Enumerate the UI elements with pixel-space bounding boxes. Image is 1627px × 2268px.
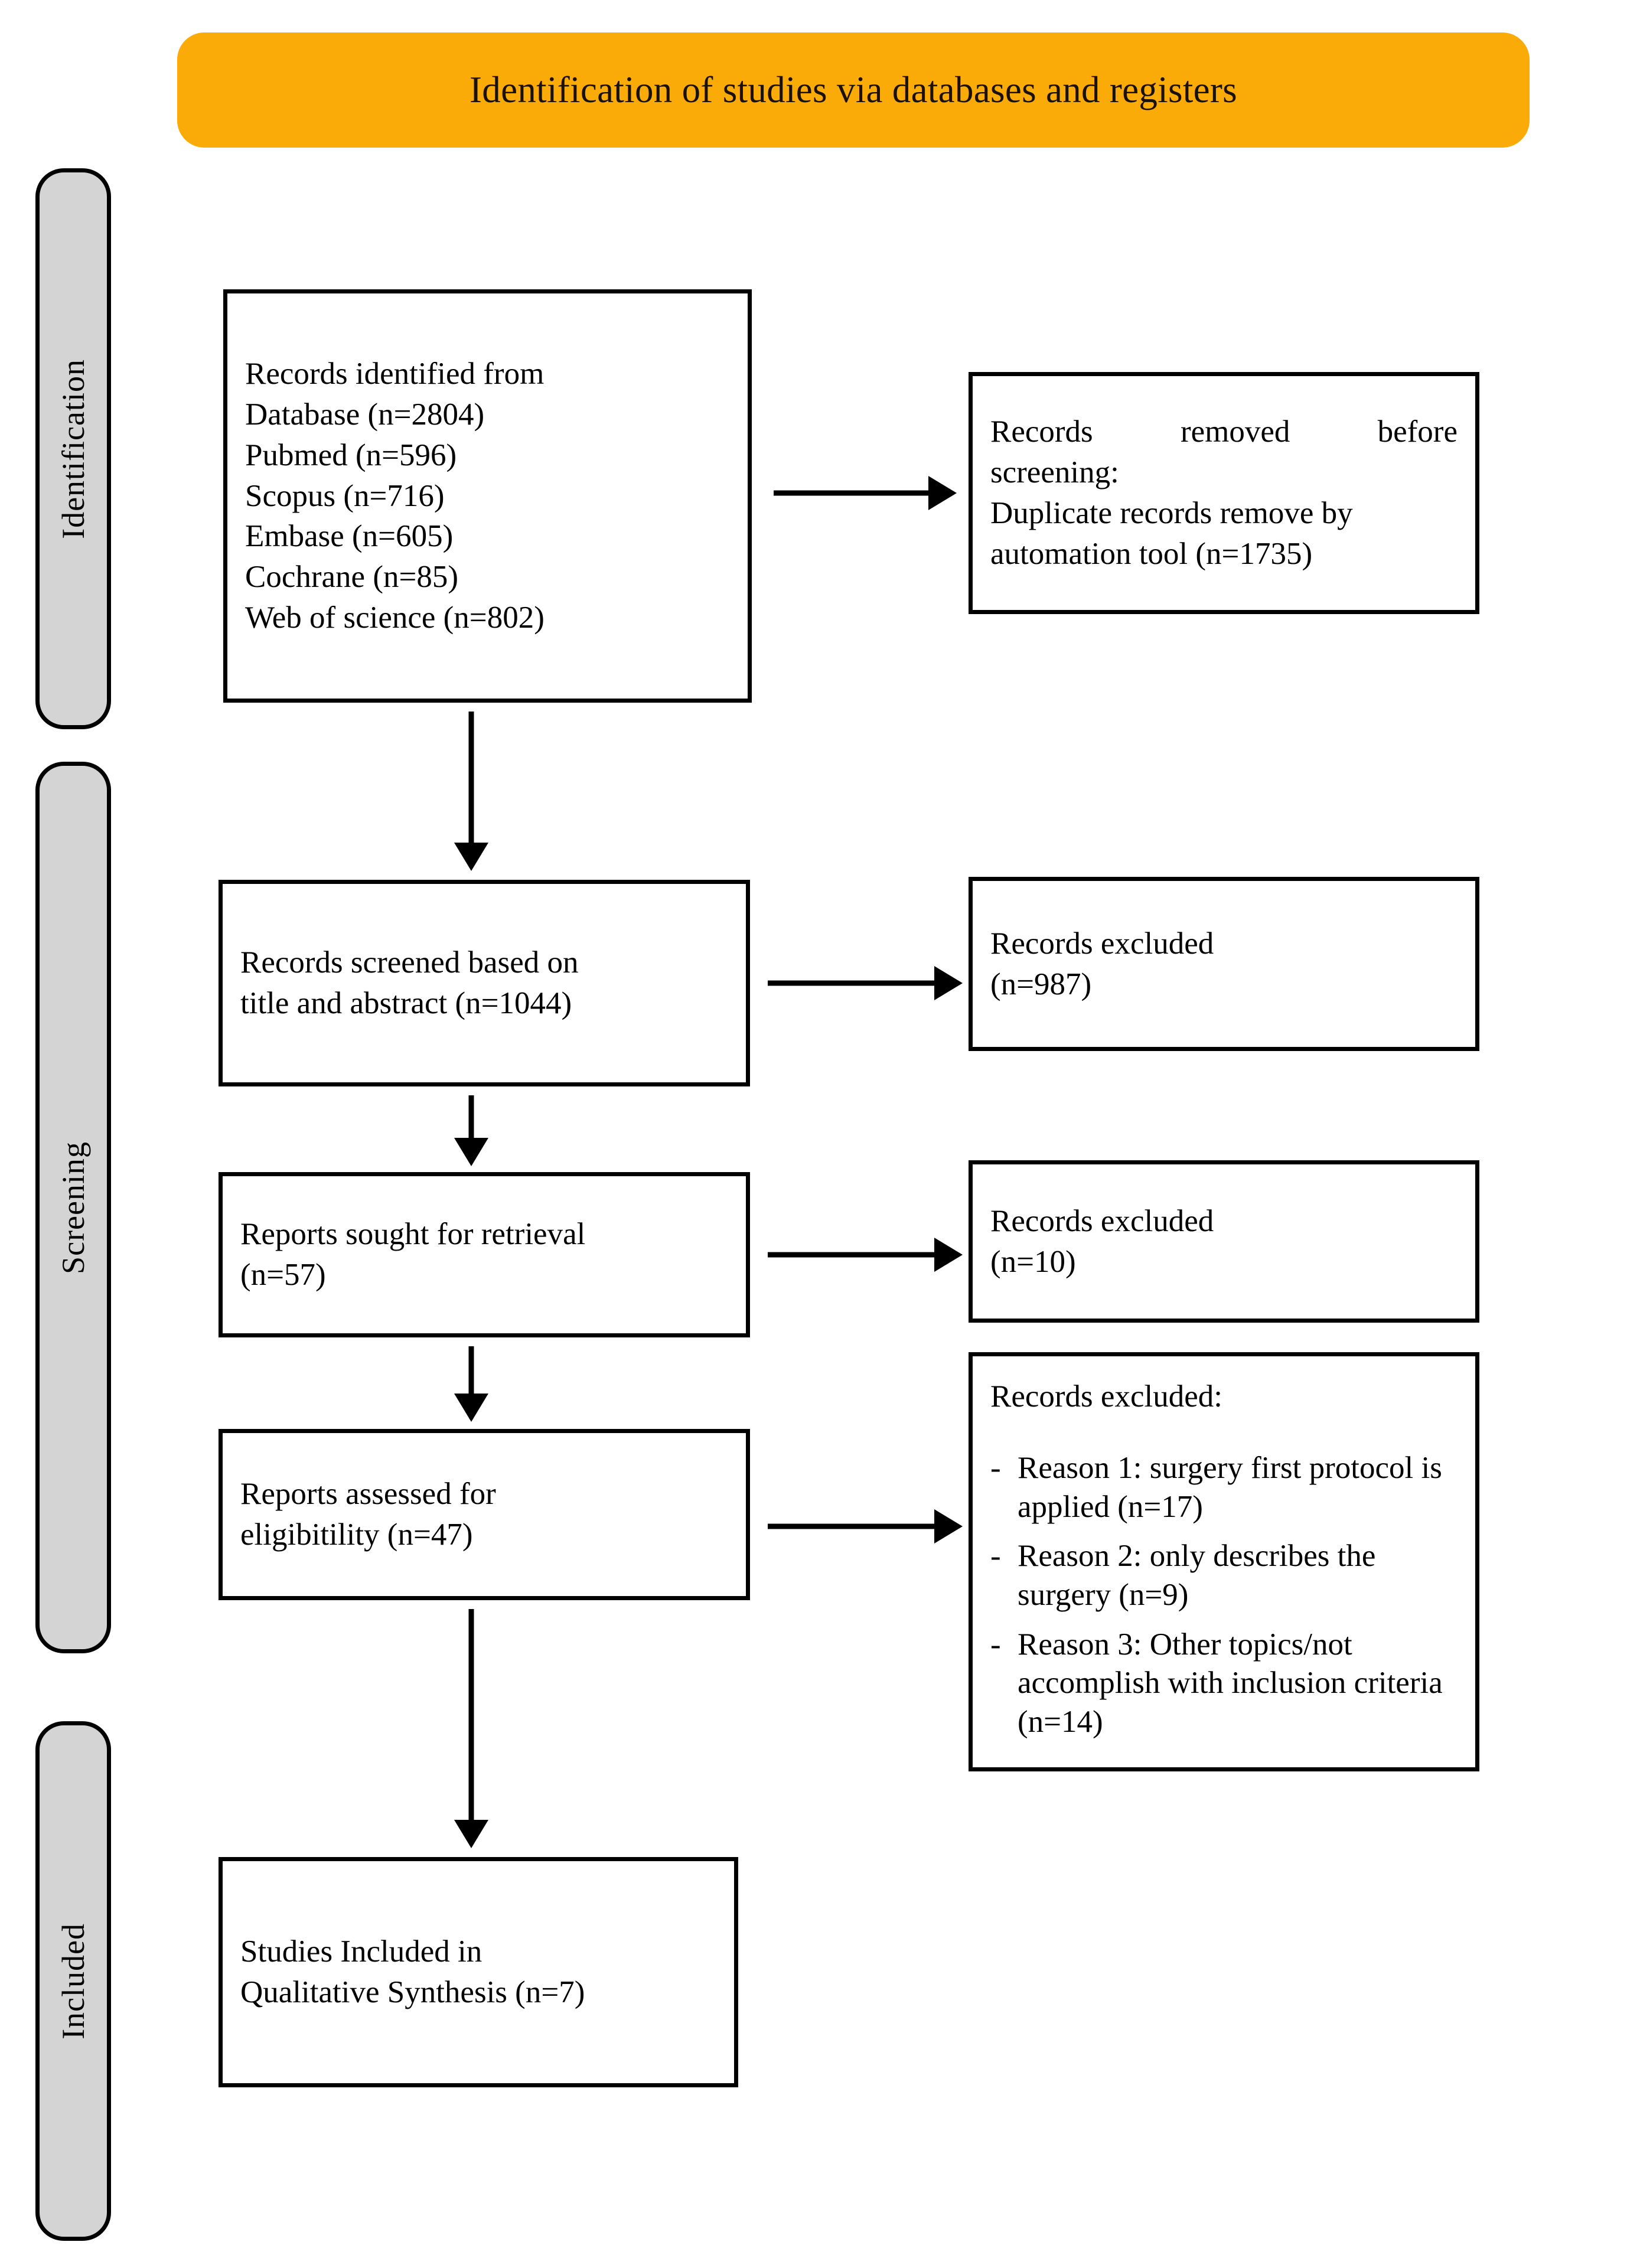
- box-line: (n=57): [240, 1258, 326, 1292]
- box-line: Database (n=2804): [245, 397, 485, 432]
- arrow-identified-to-screened-icon: [454, 712, 489, 871]
- box-line: (n=987): [990, 967, 1092, 1001]
- reasons-title: Records excluded:: [990, 1379, 1222, 1414]
- box-line: Records excluded: [990, 1203, 1214, 1238]
- box-records-excluded-screening: Records excluded (n=987): [969, 877, 1479, 1051]
- phase-label-included: Included: [56, 1923, 91, 2039]
- arrow-sought-to-assessed-icon: [454, 1346, 489, 1422]
- arrow-screened-to-excluded-icon: [768, 965, 963, 1001]
- box-word: Records: [990, 415, 1093, 449]
- dash-bullet-icon: -: [990, 1450, 1001, 1485]
- box-records-excluded-retrieval: Records excluded (n=10): [969, 1160, 1479, 1323]
- box-line: Records identified from: [245, 356, 544, 391]
- box-word: removed: [1180, 415, 1290, 449]
- phase-label-identification: Identification: [56, 358, 91, 539]
- box-line: eligibitility (n=47): [240, 1518, 473, 1552]
- box-records-excluded-reasons: Records excluded: - Reason 1: surgery fi…: [969, 1352, 1479, 1771]
- arrow-assessed-to-reasons-icon: [768, 1509, 963, 1544]
- box-studies-included: Studies Included in Qualitative Synthesi…: [219, 1857, 738, 2087]
- header-banner: Identification of studies via databases …: [177, 32, 1530, 148]
- box-line: Pubmed (n=596): [245, 438, 457, 472]
- phase-sidebar-included: Included: [35, 1721, 111, 2241]
- reason-item: - Reason 3: Other topics/not accomplish …: [990, 1626, 1458, 1742]
- banner-title: Identification of studies via databases …: [469, 69, 1237, 110]
- phase-sidebar-identification: Identification: [35, 168, 111, 729]
- box-line: (n=10): [990, 1244, 1076, 1279]
- reason-item: - Reason 1: surgery first protocol is ap…: [990, 1449, 1458, 1526]
- box-reports-sought: Reports sought for retrieval (n=57): [219, 1172, 750, 1337]
- phase-label-screening: Screening: [56, 1141, 91, 1274]
- dash-bullet-icon: -: [990, 1627, 1001, 1662]
- box-line: title and abstract (n=1044): [240, 986, 572, 1020]
- reason-item: - Reason 2: only describes the surgery (…: [990, 1537, 1458, 1614]
- box-line: Embase (n=605): [245, 519, 454, 554]
- box-line: automation tool (n=1735): [990, 536, 1313, 571]
- box-line: Records excluded: [990, 926, 1214, 961]
- box-reports-assessed: Reports assessed for eligibitility (n=47…: [219, 1429, 750, 1600]
- reason-text: Reason 1: surgery first protocol is appl…: [1018, 1450, 1442, 1524]
- box-records-screened: Records screened based on title and abst…: [219, 880, 750, 1086]
- dash-bullet-icon: -: [990, 1539, 1001, 1574]
- box-line: screening:: [990, 455, 1119, 490]
- box-line: Web of science (n=802): [245, 601, 544, 635]
- arrow-sought-to-excluded-icon: [768, 1237, 963, 1272]
- box-line: Duplicate records remove by: [990, 496, 1353, 530]
- box-line: Reports sought for retrieval: [240, 1217, 586, 1252]
- box-word: before: [1377, 415, 1458, 449]
- box-line: Cochrane (n=85): [245, 560, 459, 595]
- box-line: Qualitative Synthesis (n=7): [240, 1975, 585, 2009]
- box-line: Reports assessed for: [240, 1477, 496, 1512]
- arrow-screened-to-sought-icon: [454, 1095, 489, 1166]
- box-line: Scopus (n=716): [245, 478, 445, 513]
- phase-sidebar-screening: Screening: [35, 762, 111, 1653]
- reason-text: Reason 2: only describes the surgery (n=…: [1018, 1539, 1376, 1613]
- arrow-assessed-to-included-icon: [454, 1609, 489, 1848]
- box-records-removed: Records removed before screening: Duplic…: [969, 372, 1479, 614]
- box-line: Studies Included in: [240, 1934, 482, 1969]
- arrow-identified-to-removed-icon: [774, 475, 957, 511]
- reason-text: Reason 3: Other topics/not accomplish wi…: [1018, 1627, 1443, 1740]
- box-records-identified: Records identified from Database (n=2804…: [223, 289, 752, 703]
- box-line: Records removed before: [990, 412, 1458, 452]
- box-line: Records screened based on: [240, 945, 579, 980]
